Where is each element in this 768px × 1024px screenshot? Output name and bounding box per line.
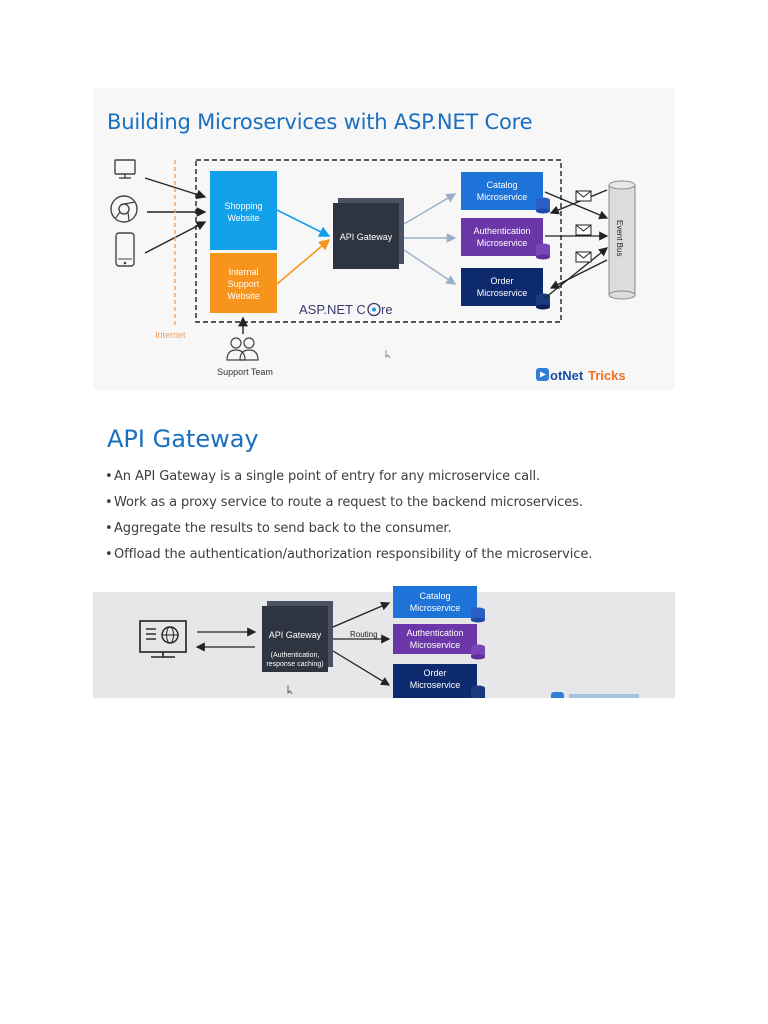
svg-text:Internal: Internal <box>228 267 258 277</box>
svg-text:Event Bus: Event Bus <box>615 220 624 256</box>
svg-text:Microservice: Microservice <box>410 640 461 650</box>
svg-text:Microservice: Microservice <box>410 680 461 690</box>
svg-text:re: re <box>381 302 393 317</box>
svg-text:Microservice: Microservice <box>477 192 528 202</box>
svg-text:Microservice: Microservice <box>477 288 528 298</box>
chrome-browser-icon <box>110 195 138 223</box>
svg-text:Order: Order <box>490 276 513 286</box>
svg-text:Authentication: Authentication <box>406 628 463 638</box>
shopping-website-box: Shopping Website <box>210 171 277 250</box>
bullet-item: •Offload the authentication/authorizatio… <box>105 547 593 562</box>
catalog-microservice-box: Catalog Microservice <box>393 586 485 623</box>
routing-label: Routing <box>350 630 378 639</box>
cursor-icon <box>385 350 391 359</box>
svg-text:Tricks: Tricks <box>588 368 626 383</box>
internet-label: Internet <box>155 330 186 340</box>
slide-microservices-architecture: Building Microservices with ASP.NET Core <box>93 88 675 390</box>
slide-title: API Gateway <box>107 425 259 453</box>
bullet-list: •An API Gateway is a single point of ent… <box>105 469 592 573</box>
svg-text:Website: Website <box>227 213 259 223</box>
svg-text:Microservice: Microservice <box>410 603 461 613</box>
svg-text:Microservice: Microservice <box>477 238 528 248</box>
slide-api-gateway: API Gateway •An API Gateway is a single … <box>93 405 675 698</box>
order-microservice-box: Order Microservice <box>461 268 550 310</box>
bullet-item: •Aggregate the results to send back to t… <box>105 521 452 536</box>
architecture-diagram: Internet Shopping Website Internal Suppo… <box>110 159 636 383</box>
envelope-icon <box>575 224 592 236</box>
svg-text:Support: Support <box>228 279 260 289</box>
envelope-icon <box>575 190 592 202</box>
slide-title: Building Microservices with ASP.NET Core <box>107 110 533 134</box>
api-gateway-box: API Gateway (Authentication, response ca… <box>262 601 333 672</box>
api-gateway-box: API Gateway <box>333 198 404 269</box>
support-team-label: Support Team <box>217 367 273 377</box>
gateway-diagram: API Gateway (Authentication, response ca… <box>139 586 639 698</box>
svg-text:API Gateway: API Gateway <box>340 232 393 242</box>
envelope-icon <box>575 251 592 263</box>
bullet-item: •Work as a proxy service to route a requ… <box>105 495 583 510</box>
svg-text:Catalog: Catalog <box>486 180 517 190</box>
internal-support-website-box: Internal Support Website <box>210 253 277 313</box>
event-bus-cylinder: Event Bus <box>608 180 636 300</box>
svg-text:response caching): response caching) <box>266 661 323 668</box>
svg-text:API Gateway: API Gateway <box>269 630 322 640</box>
web-client-monitor-icon <box>139 620 187 658</box>
desktop-icon <box>114 159 136 179</box>
catalog-microservice-box: Catalog Microservice <box>461 172 550 214</box>
svg-text:Catalog: Catalog <box>419 591 450 601</box>
svg-text:otNet: otNet <box>550 368 584 383</box>
cursor-icon <box>287 685 293 695</box>
svg-text:(Authentication,: (Authentication, <box>271 652 320 659</box>
svg-text:ASP.NET C: ASP.NET C <box>299 302 366 317</box>
svg-text:Website: Website <box>227 291 259 301</box>
mobile-phone-icon <box>115 232 135 267</box>
svg-text:Order: Order <box>423 668 446 678</box>
aspnet-core-logo: ASP.NET C re <box>299 302 393 317</box>
dotnettricks-logo: otNet Tricks <box>536 368 626 383</box>
authentication-microservice-box: Authentication Microservice <box>393 624 485 660</box>
bullet-item: •An API Gateway is a single point of ent… <box>105 469 541 484</box>
authentication-microservice-box: Authentication Microservice <box>461 218 550 260</box>
system-boundary <box>195 159 562 323</box>
svg-text:Shopping: Shopping <box>224 201 262 211</box>
dotnettricks-logo-partial <box>551 692 639 698</box>
svg-text:Authentication: Authentication <box>473 226 530 236</box>
support-team-icon <box>226 337 259 361</box>
order-microservice-box: Order Microservice <box>393 664 485 698</box>
